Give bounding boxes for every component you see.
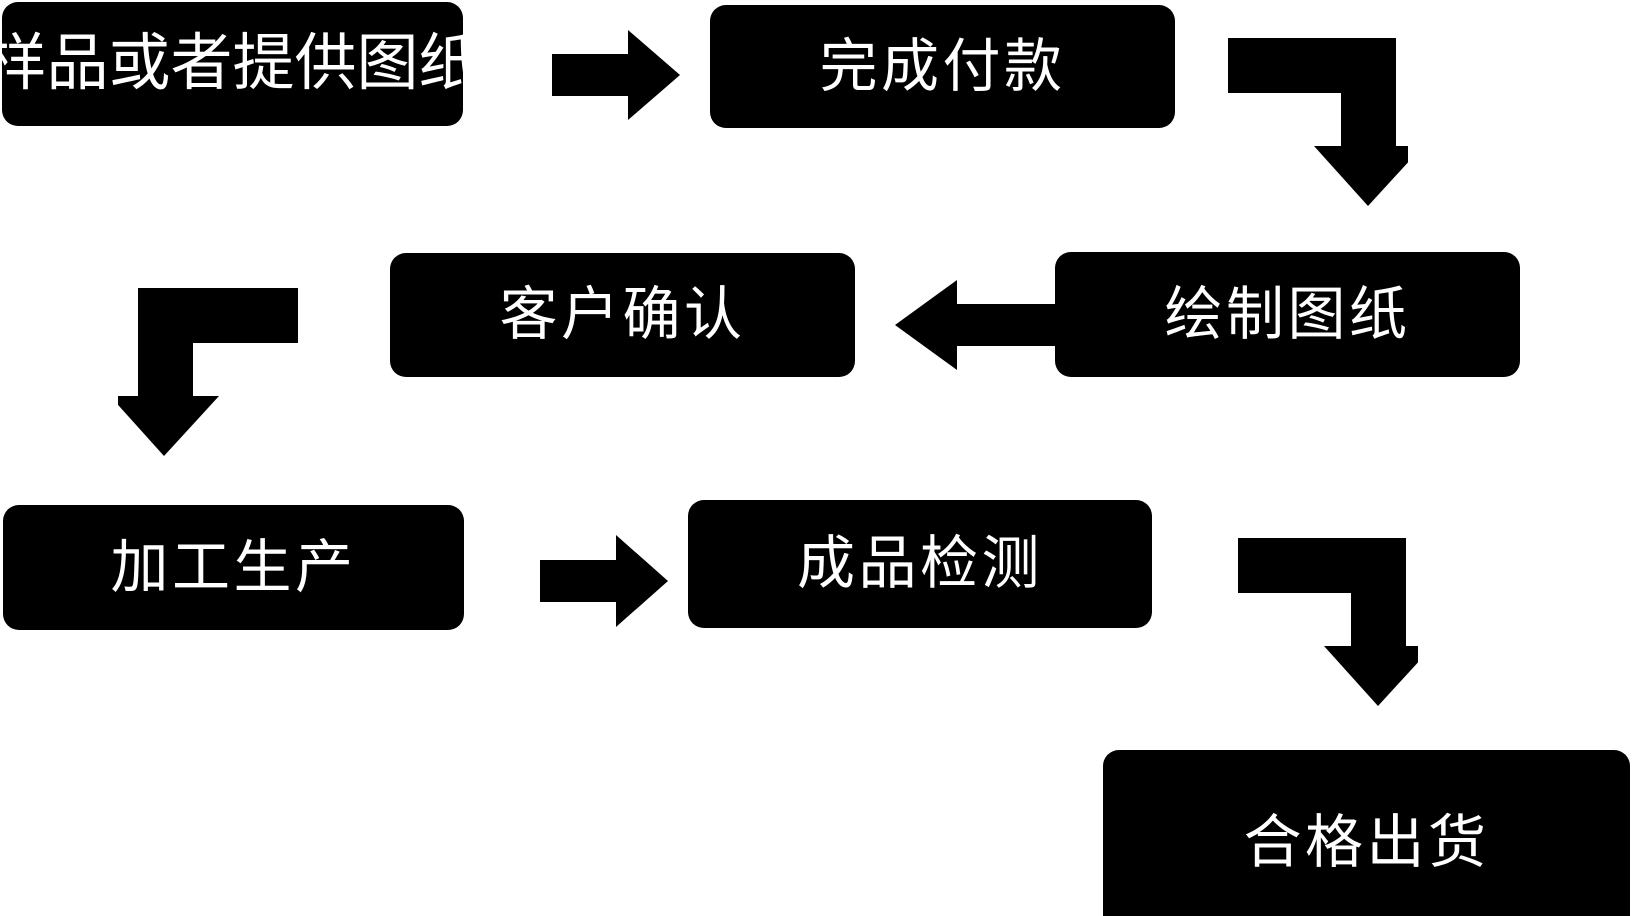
connector-arrow-right-sample-to-payment bbox=[552, 30, 680, 120]
arrow-right-icon bbox=[552, 30, 680, 120]
flow-node-draw-drawing[interactable]: 绘制图纸 bbox=[1055, 252, 1520, 377]
flow-node-label: 成品检测 bbox=[797, 531, 1043, 597]
flow-node-label: 样品或者提供图纸 bbox=[0, 28, 481, 98]
connector-arrow-left-drawing-to-confirm bbox=[895, 280, 1067, 370]
flow-node-label: 客户确认 bbox=[499, 282, 746, 348]
elbow-arrow-right-down-icon bbox=[1238, 538, 1418, 706]
flow-node-label: 绘制图纸 bbox=[1164, 281, 1411, 347]
flow-node-label: 完成付款 bbox=[819, 33, 1066, 99]
elbow-arrow-right-down-icon bbox=[1228, 38, 1408, 206]
elbow-arrow-left-down-icon bbox=[118, 288, 298, 456]
connector-arrow-right-production-to-inspection bbox=[540, 535, 668, 627]
flow-node-complete-payment[interactable]: 完成付款 bbox=[710, 5, 1175, 128]
arrow-right-icon bbox=[540, 535, 668, 627]
flow-node-label: 合格出货 bbox=[1243, 809, 1490, 875]
flow-node-processing-production[interactable]: 加工生产 bbox=[3, 505, 464, 630]
arrow-left-icon bbox=[895, 280, 1067, 370]
flow-node-finished-product-inspection[interactable]: 成品检测 bbox=[688, 500, 1152, 628]
connector-elbow-confirm-to-production bbox=[118, 288, 298, 456]
connector-elbow-inspection-to-shipment bbox=[1238, 538, 1418, 706]
flow-node-qualified-shipment[interactable]: 合格出货 bbox=[1103, 750, 1630, 916]
flow-node-customer-confirm[interactable]: 客户确认 bbox=[390, 253, 855, 377]
connector-elbow-payment-to-drawing bbox=[1228, 38, 1408, 206]
flow-node-label: 加工生产 bbox=[110, 534, 357, 600]
flow-node-sample-or-drawing[interactable]: 样品或者提供图纸 bbox=[0, 2, 481, 126]
